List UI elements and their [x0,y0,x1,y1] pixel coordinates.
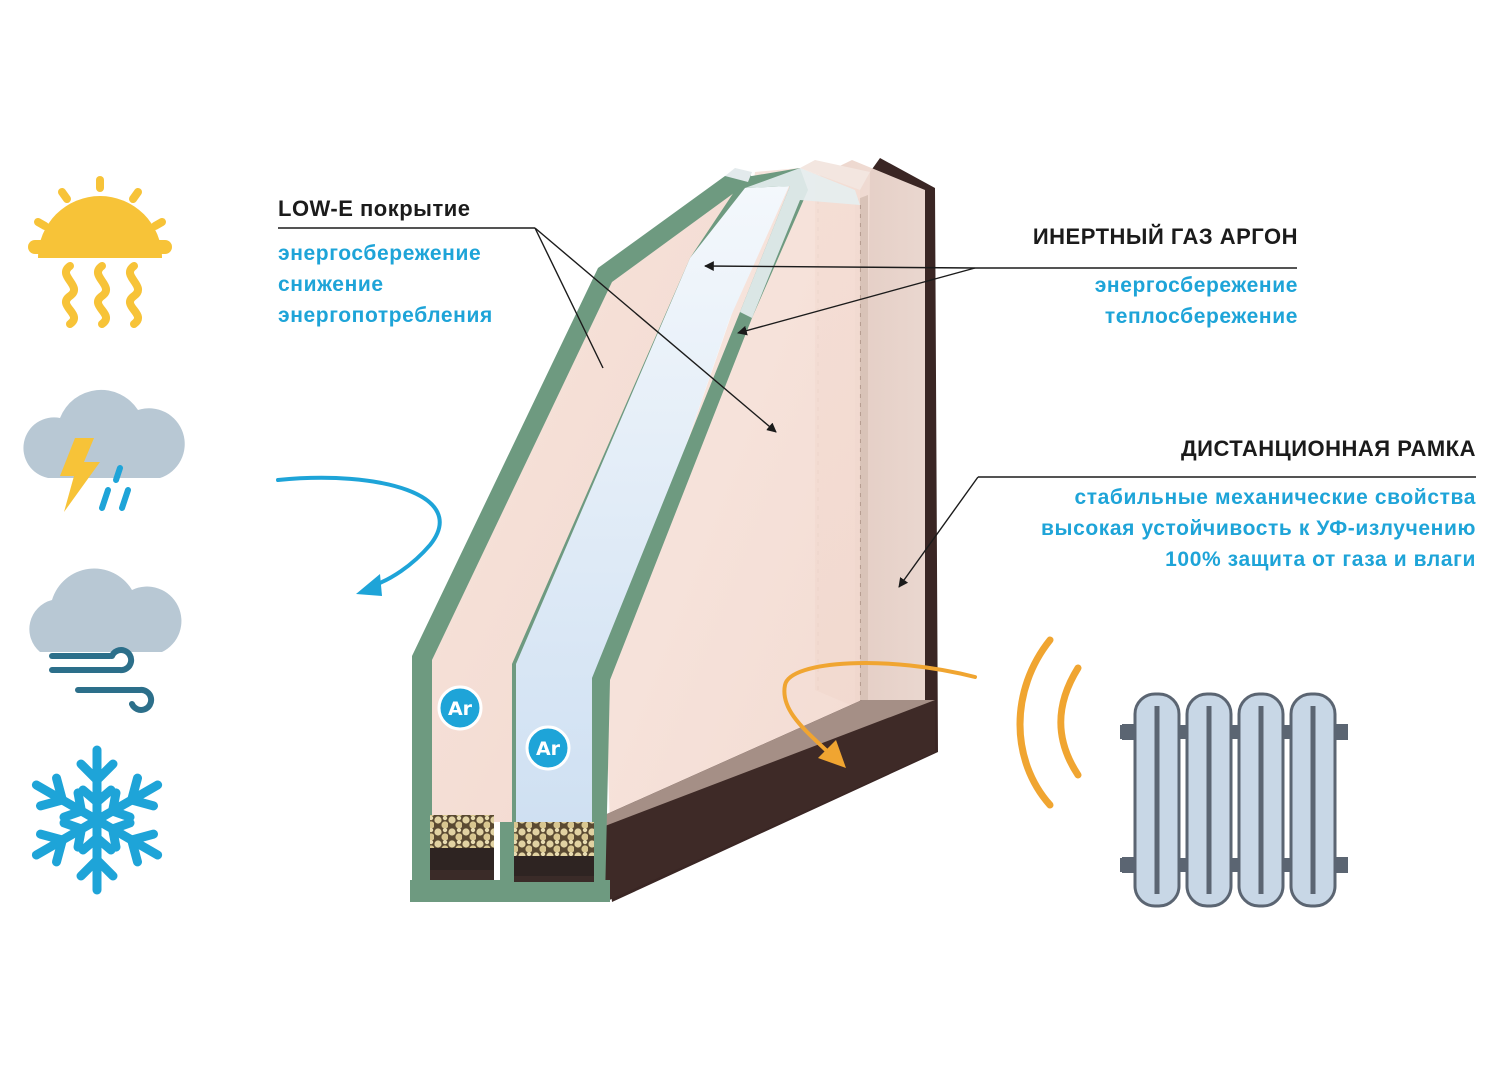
argon-mark-outer: Ar [437,685,483,731]
spacer-benefit: стабильные механические свойства [1074,486,1476,509]
bottom-frame [598,700,935,902]
argon-benefit: теплосбережение [1104,305,1298,328]
bottom-spacer-top [598,700,935,826]
cold-air-arrow [276,475,442,596]
argon-mark-inner: Ar [525,725,571,771]
spacer-benefit: высокая устойчивость к УФ-излучению [1041,517,1476,540]
low-e-benefits: энергосбережение снижение энергопотребле… [278,238,493,331]
glass-unit: Ar Ar [410,158,938,902]
middle-pane [500,168,808,900]
argon-benefits: энергосбережение теплосбережение [1095,270,1298,332]
warm-air-arrow [782,661,977,768]
desiccant-rear [514,822,594,862]
heat-waves-icon [1016,636,1082,809]
spacer-benefit: 100% защита от газа и влаги [1165,548,1476,571]
low-e-benefit: энергосбережение [278,242,482,265]
wind-cloud-icon [29,568,182,713]
middle-pane-face [740,168,860,318]
low-e-title: LOW-E покрытие [278,196,471,221]
argon-mark-label: Ar [448,698,473,720]
radiator-icon [1120,692,1348,908]
argon-benefit: энергосбережение [1094,274,1298,297]
low-e-benefit: энергопотребления [278,304,493,327]
sun-heat-icon [28,176,172,328]
front-pane [412,172,756,898]
snowflake-icon [28,745,165,890]
low-e-benefit: снижение [278,273,384,296]
spacer-benefits: стабильные механические свойства высокая… [1041,482,1476,575]
front-glass-body [428,180,742,822]
argon-title: ИНЕРТНЫЙ ГАЗ АРГОН [1032,224,1298,249]
leader-lines [278,227,1476,588]
spacer-title: ДИСТАНЦИОННАЯ РАМКА [1180,436,1476,461]
argon-mark-label: Ar [536,738,561,760]
outer-chamber [512,180,790,822]
thunderstorm-icon [23,389,185,512]
inner-chamber [605,168,860,826]
